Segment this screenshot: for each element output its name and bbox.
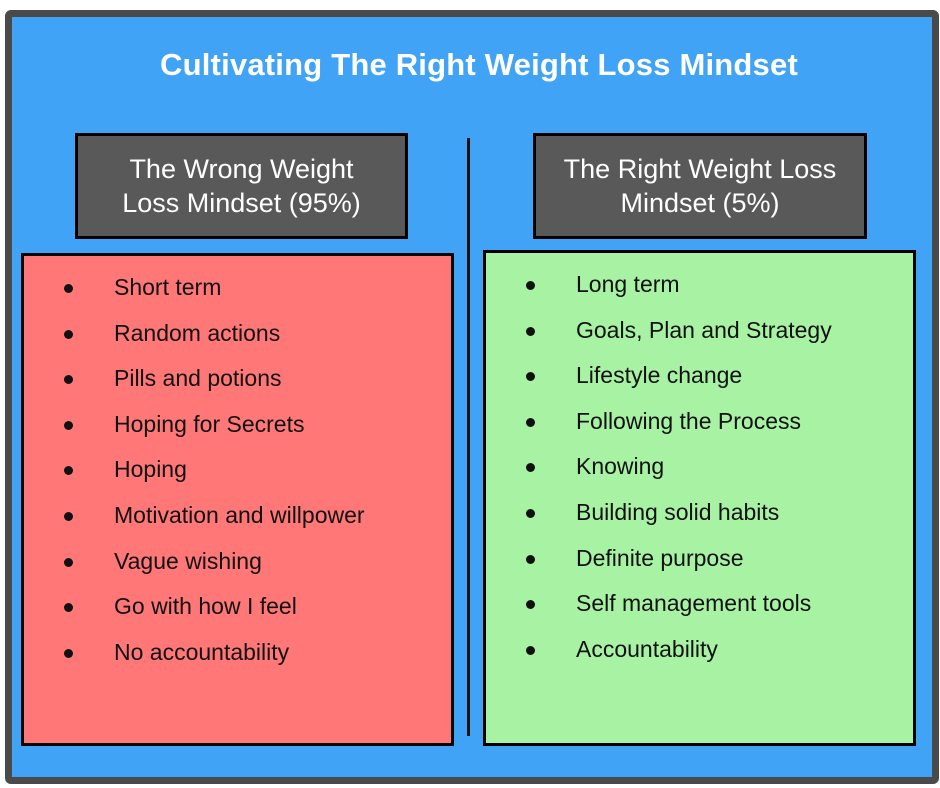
bullet-icon xyxy=(526,326,535,336)
list-item: No accountability xyxy=(24,630,451,676)
list-item-label: Hoping for Secrets xyxy=(114,410,305,437)
wrong-mindset-list: Short term Random actions Pills and poti… xyxy=(24,265,451,675)
list-item-label: Long term xyxy=(576,271,680,297)
bullet-icon xyxy=(526,508,535,518)
center-divider xyxy=(467,138,470,736)
list-item-label: Vague wishing xyxy=(114,547,262,574)
list-item: Short term xyxy=(24,265,451,311)
bullet-icon xyxy=(64,466,73,476)
list-item-label: Following the Process xyxy=(576,407,801,434)
bullet-icon xyxy=(64,557,73,567)
bullet-icon xyxy=(64,511,73,521)
wrong-mindset-header-line1: The Wrong Weight xyxy=(129,154,354,184)
bullet-icon xyxy=(526,281,535,290)
list-item: Building solid habits xyxy=(486,490,913,536)
bullet-icon xyxy=(64,375,73,385)
wrong-mindset-header: The Wrong Weight Loss Mindset (95%) xyxy=(75,133,408,239)
list-item: Vague wishing xyxy=(24,539,451,585)
list-item-label: Pills and potions xyxy=(114,365,282,392)
list-item: Accountability xyxy=(486,627,913,673)
list-item-label: Accountability xyxy=(576,635,718,662)
list-item: Motivation and willpower xyxy=(24,493,451,539)
wrong-mindset-header-line2: Loss Mindset (95%) xyxy=(122,188,361,218)
list-item: Self management tools xyxy=(486,581,913,627)
bullet-icon xyxy=(526,600,535,610)
diagram-title: Cultivating The Right Weight Loss Mindse… xyxy=(160,47,798,82)
bullet-icon xyxy=(526,417,535,427)
list-item-label: Building solid habits xyxy=(576,498,780,525)
right-mindset-header-line1: The Right Weight Loss xyxy=(563,154,837,184)
list-item: Following the Process xyxy=(486,399,913,445)
list-item-label: Short term xyxy=(114,274,222,300)
list-item: Knowing xyxy=(486,444,913,490)
bullet-icon xyxy=(64,420,73,430)
bullet-icon xyxy=(64,284,73,293)
list-item: Random actions xyxy=(24,311,451,357)
right-mindset-panel: Long term Goals, Plan and Strategy Lifes… xyxy=(483,250,916,746)
bullet-icon xyxy=(64,648,73,658)
list-item: Goals, Plan and Strategy xyxy=(486,308,913,354)
list-item-label: Lifestyle change xyxy=(576,362,743,389)
list-item: Definite purpose xyxy=(486,536,913,582)
bullet-icon xyxy=(526,463,535,473)
list-item-label: Self management tools xyxy=(576,590,812,617)
list-item-label: Motivation and willpower xyxy=(114,501,365,528)
bullet-icon xyxy=(526,645,535,655)
list-item: Long term xyxy=(486,262,913,308)
right-mindset-header-line2: Mindset (5%) xyxy=(620,188,780,218)
list-item-label: Definite purpose xyxy=(576,544,744,571)
right-mindset-header: The Right Weight Loss Mindset (5%) xyxy=(533,133,867,239)
list-item: Hoping xyxy=(24,447,451,493)
list-item-label: Knowing xyxy=(576,453,665,480)
list-item-label: Random actions xyxy=(114,319,281,346)
list-item-label: Goals, Plan and Strategy xyxy=(576,316,832,343)
bullet-icon xyxy=(526,554,535,564)
list-item-label: Go with how I feel xyxy=(114,593,297,620)
list-item-label: No accountability xyxy=(114,638,290,665)
right-mindset-list: Long term Goals, Plan and Strategy Lifes… xyxy=(486,262,913,672)
bullet-icon xyxy=(64,329,73,339)
list-item: Pills and potions xyxy=(24,356,451,402)
wrong-mindset-panel: Short term Random actions Pills and poti… xyxy=(21,253,454,746)
bullet-icon xyxy=(526,372,535,382)
bullet-icon xyxy=(64,603,73,613)
list-item: Go with how I feel xyxy=(24,584,451,630)
list-item: Lifestyle change xyxy=(486,353,913,399)
list-item: Hoping for Secrets xyxy=(24,402,451,448)
list-item-label: Hoping xyxy=(114,456,187,483)
